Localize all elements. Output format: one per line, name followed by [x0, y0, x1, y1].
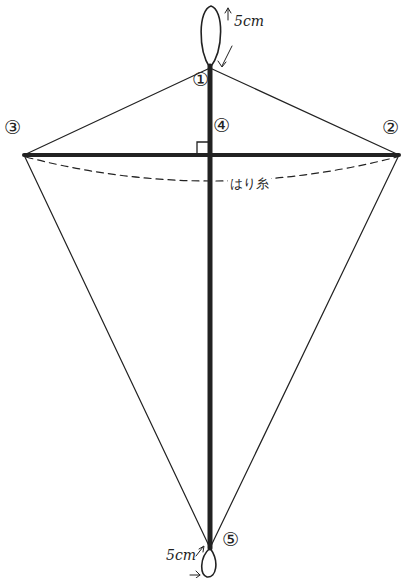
part-name: はり糸	[228, 177, 271, 190]
dimension-label: 5cm	[234, 14, 264, 28]
callout-number: ⑤	[222, 530, 239, 549]
callout-number: ④	[213, 116, 230, 135]
dimension-label: 5cm	[166, 548, 196, 562]
callout-number: ②	[382, 118, 399, 137]
callout-number: ③	[4, 118, 21, 137]
callout-number: ①	[192, 70, 209, 89]
